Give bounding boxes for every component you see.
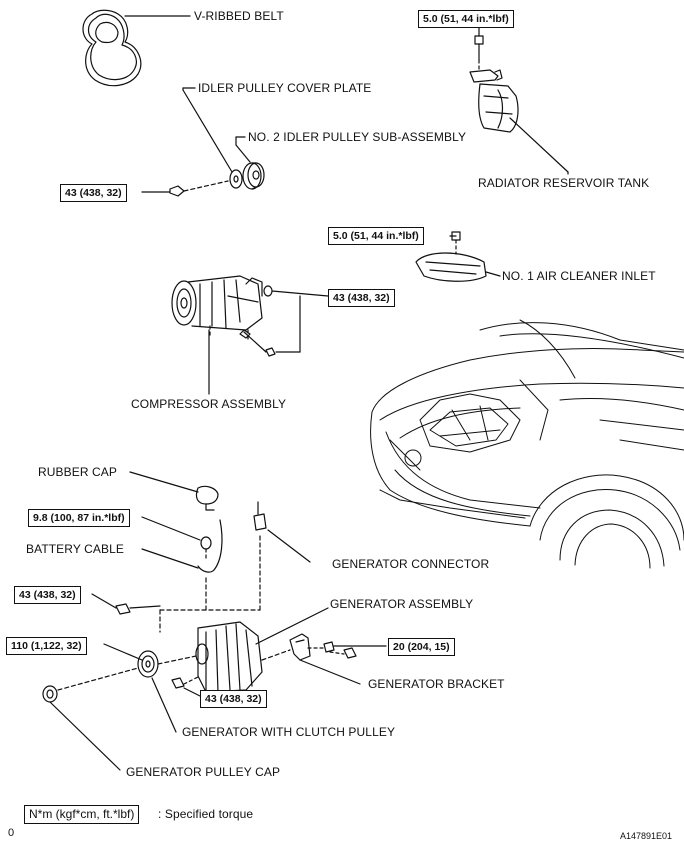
- torque-rubber-cap-nut: 9.8 (100, 87 in.*lbf): [28, 509, 130, 527]
- torque-compressor: 43 (438, 32): [328, 289, 395, 307]
- footer-left-mark: 0: [8, 827, 15, 839]
- v-ribbed-belt-drawing: [82, 9, 191, 87]
- radiator-tank-drawing: [469, 27, 569, 175]
- generator-with-clutch-pulley-label: GENERATOR WITH CLUTCH PULLEY: [182, 725, 396, 739]
- radiator-reservoir-tank-label: RADIATOR RESERVOIR TANK: [478, 176, 650, 190]
- v-ribbed-belt-label: V-RIBBED BELT: [194, 9, 284, 23]
- torque-radiator-tank: 5.0 (51, 44 in.*lbf): [418, 10, 514, 28]
- legend-description: : Specified torque: [158, 807, 254, 821]
- generator-drawing: [42, 471, 387, 771]
- figure-id: A147891E01: [620, 831, 673, 841]
- generator-pulley-cap-label: GENERATOR PULLEY CAP: [126, 765, 281, 779]
- no2-idler-pulley-label: NO. 2 IDLER PULLEY SUB-ASSEMBLY: [248, 130, 467, 144]
- torque-generator-bolt-upper: 43 (438, 32): [14, 586, 81, 604]
- torque-generator-bracket: 20 (204, 15): [388, 638, 455, 656]
- compressor-assembly-label: COMPRESSOR ASSEMBLY: [131, 397, 287, 411]
- torque-air-cleaner: 5.0 (51, 44 in.*lbf): [328, 227, 424, 245]
- car-drawing: [370, 319, 684, 569]
- rubber-cap-label: RUBBER CAP: [38, 465, 118, 479]
- generator-connector-label: GENERATOR CONNECTOR: [332, 557, 490, 571]
- idler-pulley-drawing: [141, 87, 265, 197]
- torque-generator-pulley: 110 (1,122, 32): [6, 637, 87, 655]
- compressor-drawing: [171, 275, 329, 395]
- air-cleaner-inlet-drawing: [415, 231, 501, 282]
- torque-generator-bolt-lower: 43 (438, 32): [200, 690, 267, 708]
- generator-assembly-label: GENERATOR ASSEMBLY: [330, 597, 474, 611]
- legend-torque-box: N*m (kgf*cm, ft.*lbf): [24, 805, 140, 824]
- torque-idler: 43 (438, 32): [60, 184, 127, 202]
- battery-cable-label: BATTERY CABLE: [26, 542, 125, 556]
- idler-pulley-cover-plate-label: IDLER PULLEY COVER PLATE: [198, 81, 372, 95]
- generator-bracket-label: GENERATOR BRACKET: [368, 677, 505, 691]
- no1-air-cleaner-inlet-label: NO. 1 AIR CLEANER INLET: [502, 269, 656, 283]
